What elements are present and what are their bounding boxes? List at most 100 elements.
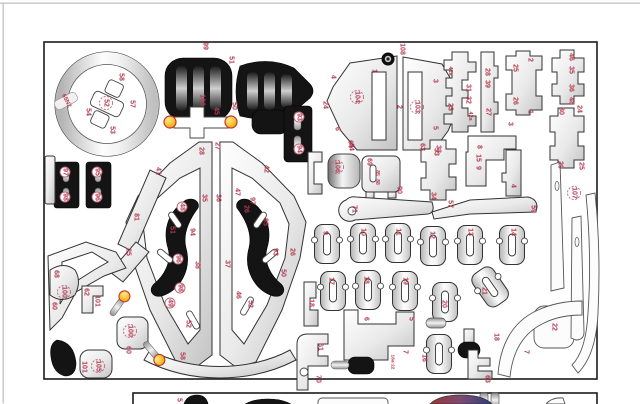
part-number: 57	[129, 100, 136, 108]
part-number: 19	[402, 277, 409, 285]
part-number: 98	[177, 284, 184, 292]
part-number: 33	[433, 148, 440, 156]
part-number: 11	[395, 228, 402, 236]
part-number: 13	[467, 228, 474, 236]
s2-outline-part	[545, 397, 566, 404]
frame-right	[219, 141, 307, 369]
bracket-5-6-7	[343, 309, 415, 361]
part-number: 46	[235, 291, 242, 299]
part-number: 108	[399, 43, 406, 55]
part-number-circle	[174, 282, 186, 294]
blob-68	[49, 265, 79, 300]
part-number: 41a	[447, 66, 453, 76]
part-number: 60	[125, 346, 132, 354]
part-number: 25	[512, 64, 519, 72]
part-number: 36	[568, 84, 575, 92]
tab-strip-part	[480, 51, 499, 133]
part-number: 32	[465, 96, 472, 104]
part-number: 50	[280, 269, 287, 277]
sheet2-part-numbers: 5	[176, 398, 183, 402]
part-number-circle	[410, 100, 424, 114]
part-number: 58	[179, 352, 186, 360]
diag-arm-25a	[109, 241, 150, 283]
windscreen-strip-1	[550, 161, 565, 292]
part-number: 51	[169, 226, 176, 234]
part-number: 22	[551, 323, 558, 331]
pin-yellow-2	[143, 341, 166, 367]
part-number-circle	[91, 191, 103, 203]
part-number: 95	[262, 218, 269, 226]
part-number: 100	[199, 94, 206, 106]
part-number: 105	[95, 360, 102, 372]
part-number-circle	[567, 186, 581, 200]
dumbbell-black-part	[330, 356, 375, 375]
part-number: 93	[296, 113, 303, 121]
part-number: 97	[62, 168, 69, 176]
part-number-circle	[293, 143, 305, 155]
part-number: 7	[402, 350, 409, 354]
part-number-circle	[91, 359, 105, 373]
step-part-a	[551, 49, 585, 105]
part-number: 33	[435, 145, 442, 153]
part-number: 10	[360, 228, 367, 236]
part-number: 3	[432, 79, 439, 83]
part-number-circle	[350, 90, 364, 104]
part-number-circle	[99, 96, 113, 110]
part-number: 35	[201, 194, 208, 202]
part-number: 49	[167, 299, 174, 307]
part-number: 103	[414, 101, 421, 113]
part-number: 47	[234, 188, 241, 196]
part-number: 25	[125, 248, 132, 256]
step-cross-33-34	[420, 139, 457, 201]
s2-black-blob	[183, 394, 209, 404]
part-number: 34	[430, 192, 437, 200]
part-number: 54	[85, 108, 92, 116]
f-bracket-63	[467, 349, 493, 380]
part-number: 63	[484, 375, 491, 383]
bend-62	[81, 285, 104, 314]
part-number-circle	[164, 297, 176, 309]
part-number: 106	[334, 161, 341, 173]
part-100	[116, 316, 149, 350]
part-number: 28	[484, 68, 491, 76]
part-number: 46	[568, 53, 575, 61]
part-number: 5	[176, 398, 183, 402]
j-curve-strip	[571, 192, 600, 374]
part-number: 26	[512, 97, 519, 105]
part-number: 35	[568, 66, 575, 74]
part-number: 101	[94, 295, 101, 307]
part-number: 3	[507, 122, 514, 126]
fender-left	[150, 198, 199, 297]
rim-label-patch	[54, 92, 78, 110]
part-number: 93	[272, 248, 279, 256]
comb-bracket-part	[443, 51, 477, 133]
sheet1: 65N2585257545399100455150939410814246104…	[43, 41, 600, 391]
pin-yellow-1	[109, 290, 131, 317]
part-number: 21	[481, 287, 488, 295]
part-number-circle	[176, 201, 188, 213]
part-number: 8	[476, 145, 483, 149]
part-number: 99	[202, 42, 209, 50]
part-number: 24	[322, 101, 329, 109]
tread-part-b	[235, 61, 314, 135]
part-number: 61	[317, 343, 324, 351]
part-number: 16a·22	[390, 355, 396, 370]
part-number: 39	[484, 80, 491, 88]
part-number-circle	[330, 160, 344, 174]
capsule-pin	[425, 317, 447, 329]
part-number: 52	[185, 320, 192, 328]
part-number: 28	[198, 147, 205, 155]
scan-edge-left	[2, 2, 4, 404]
crescent-black	[50, 339, 77, 377]
part-number: 41	[155, 167, 162, 175]
band-7	[497, 300, 583, 378]
part-number: 88	[374, 179, 380, 185]
bracket-106	[307, 151, 323, 195]
part-number: 23	[447, 103, 454, 111]
part-number: 48	[568, 97, 575, 105]
part-number-circle	[59, 166, 71, 178]
part-number: 36	[215, 194, 222, 202]
part-number: 20	[441, 300, 448, 308]
